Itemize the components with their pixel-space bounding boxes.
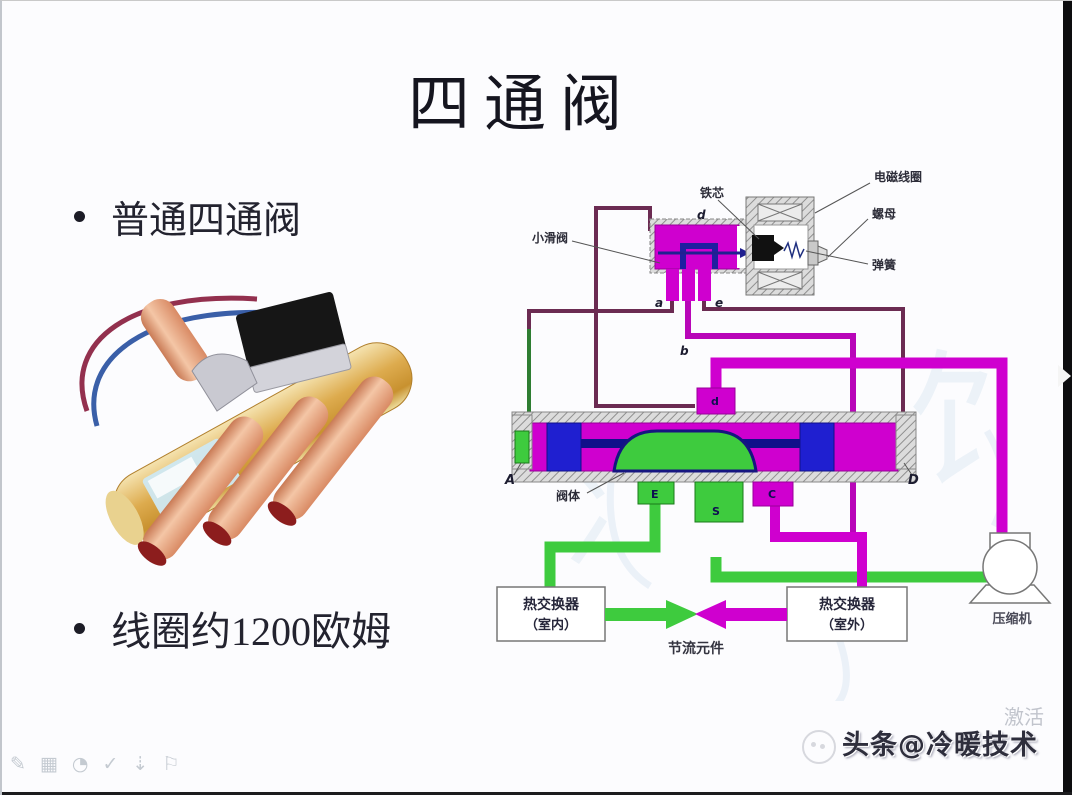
letter-e: e	[715, 296, 723, 310]
left-end-cap	[514, 430, 530, 464]
pilot-valve-label: 小滑阀	[532, 230, 568, 245]
page-title: 四通阀	[407, 71, 636, 139]
mounting-bracket	[191, 353, 258, 412]
evaporator-pipe	[544, 499, 661, 591]
nut-label: 螺母	[872, 206, 896, 221]
left-piston	[546, 422, 582, 472]
red-wire	[79, 295, 258, 412]
panel-expand-arrow-icon[interactable]	[1058, 365, 1071, 387]
check-icon[interactable]: ✓	[102, 753, 119, 775]
right-panel-strip	[1058, 1, 1072, 795]
main-valve	[511, 387, 917, 523]
valve-photo	[79, 292, 413, 566]
hx-indoor-line2: （室内）	[525, 617, 577, 633]
compressor	[968, 532, 1052, 604]
throttle-label: 节流元件	[668, 640, 724, 657]
blue-wire	[91, 309, 278, 427]
letter-port-top: d	[711, 395, 719, 408]
brand-watermark: 头条@冷暖技术	[802, 723, 1072, 764]
right-end-cap	[895, 414, 917, 470]
hx-outdoor-box: 热交换器 （室外）	[786, 586, 908, 642]
annotation-toolbar: ✎ ▦ ◔ ✓ ⇣ ⚐	[10, 753, 230, 775]
letter-A: A	[504, 473, 515, 488]
flag-icon[interactable]: ⚐	[162, 753, 180, 775]
right-piston	[799, 422, 835, 472]
spring-label: 弹簧	[872, 257, 896, 272]
letter-D: D	[908, 473, 919, 488]
copper-pipes	[137, 376, 394, 566]
activation-watermark: 激活	[1004, 705, 1044, 729]
undo-icon[interactable]: ◔	[71, 753, 89, 775]
bullet-dot	[74, 622, 85, 634]
letter-port-mid: S	[712, 505, 720, 518]
hx-indoor-line1: 热交换器	[523, 596, 580, 613]
iron-core-label: 铁芯	[700, 185, 724, 200]
four-way-valve-diagram: 热交换器 （室内） 热交换器 （室外） 节流元件 压缩机	[496, 169, 1052, 701]
compressor-label: 压缩机	[992, 611, 1031, 627]
letter-port-right: C	[768, 488, 776, 501]
capillary-d-line	[594, 206, 695, 408]
toutiao-logo-icon	[802, 729, 836, 764]
pencil-icon[interactable]: ✎	[10, 753, 26, 775]
grid-icon[interactable]: ▦	[39, 753, 58, 775]
condenser-pipe	[770, 501, 867, 591]
iron-core-shape	[752, 235, 784, 261]
bullet-text: 线圈约1200欧姆	[111, 609, 391, 654]
evaporator-port	[637, 481, 675, 505]
spring-shape	[783, 240, 805, 260]
slide-bowl	[612, 429, 758, 473]
hx-indoor-box: 热交换器 （室内）	[496, 586, 606, 642]
solenoid-coil	[745, 196, 828, 296]
suction-pipe	[710, 557, 988, 583]
pilot-valve	[649, 218, 763, 301]
solenoid-coil-label: 电磁线圈	[874, 169, 922, 184]
letter-b: b	[680, 344, 689, 358]
condenser-port	[752, 481, 794, 507]
capillary-a-line	[527, 269, 674, 331]
discharge-pipe	[710, 357, 1008, 537]
hx-outdoor-line1: 热交换器	[819, 596, 876, 613]
leader-lines	[513, 182, 913, 494]
letter-port-left: E	[651, 488, 659, 501]
letter-a: a	[655, 296, 663, 310]
discharge-port	[696, 387, 736, 415]
bullet-coil-resistance: 线圈约1200欧姆	[74, 599, 391, 657]
bullet-ordinary-valve: 普通四通阀	[74, 189, 301, 244]
top-pipe	[140, 298, 209, 382]
bullet-dot	[74, 211, 85, 222]
arrow-icon[interactable]: ⇣	[132, 753, 149, 775]
letter-pilot-d: d	[697, 208, 706, 222]
hx-outdoor-line2: （室外）	[821, 617, 873, 633]
bullet-text: 普通四通阀	[111, 200, 302, 242]
suction-port	[694, 481, 744, 523]
coil-winding-symbol	[757, 203, 803, 290]
throttle-arrows	[605, 600, 787, 629]
valve-body-label: 阀体	[556, 488, 581, 503]
brand-watermark-text: 头条@冷暖技术	[842, 730, 1038, 761]
